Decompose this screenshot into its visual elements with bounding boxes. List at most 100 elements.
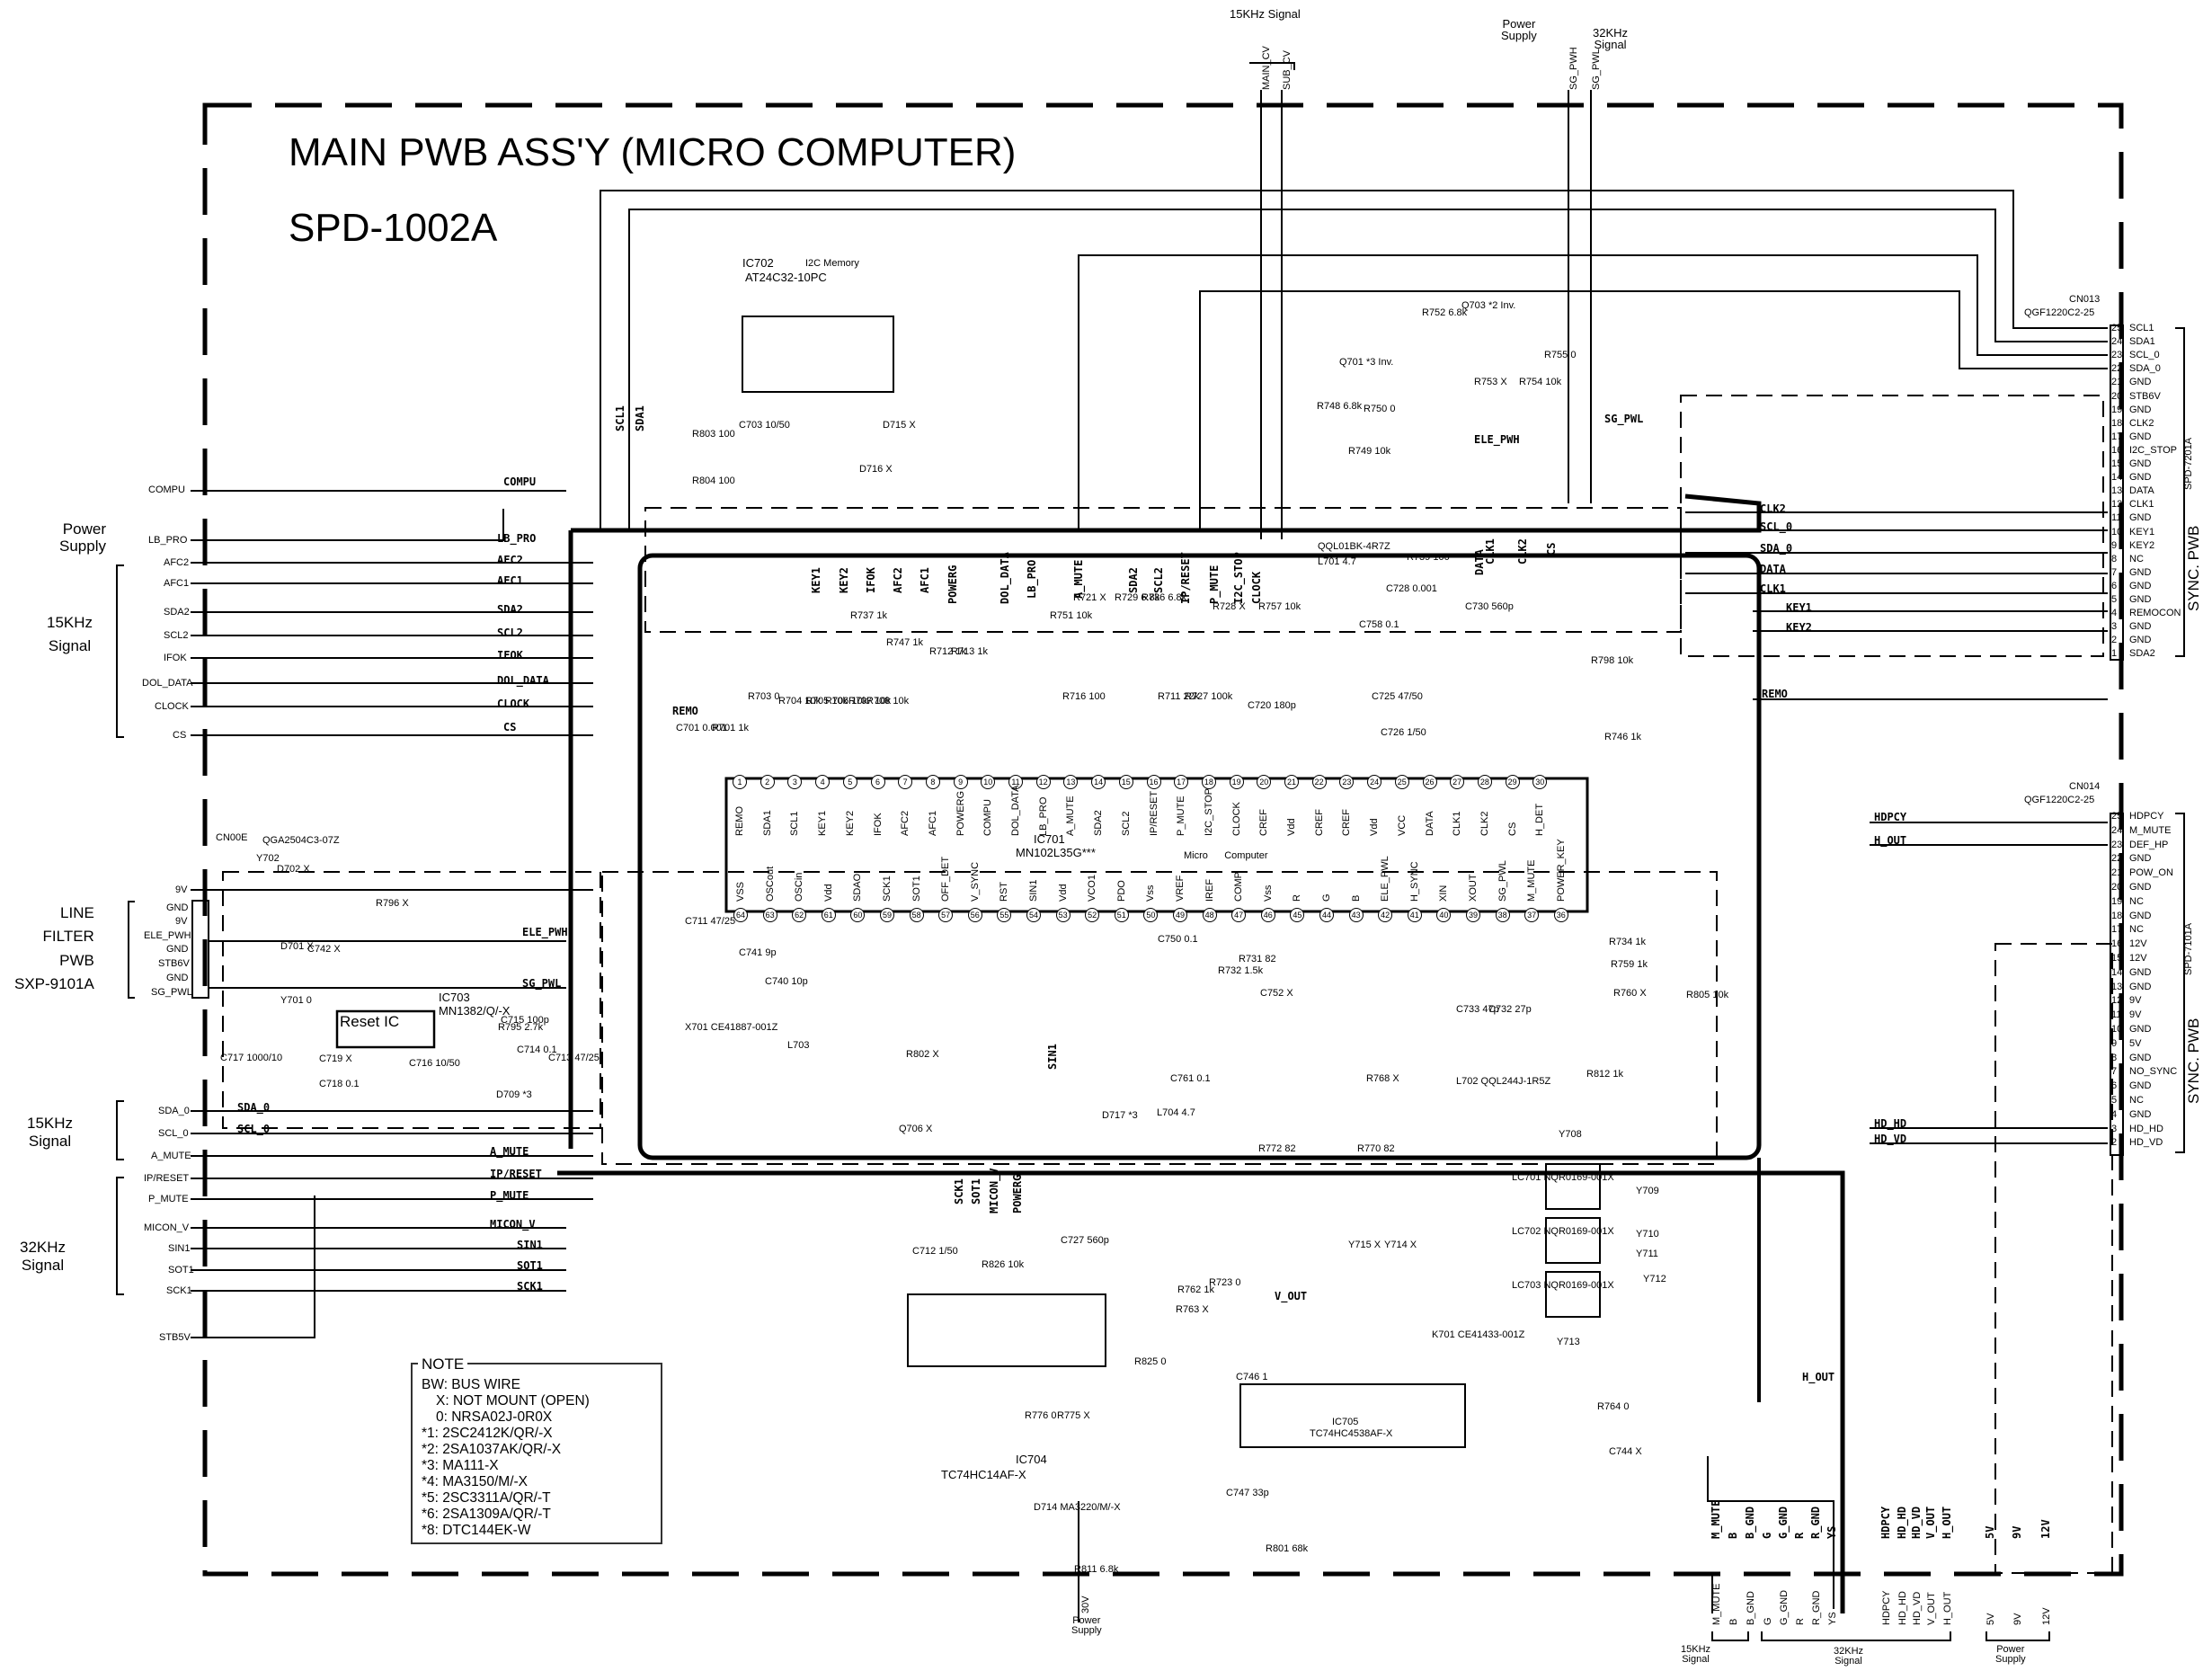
net-h-out-b: H_OUT [1802, 1371, 1835, 1383]
resistor-label: R776 0 [1025, 1410, 1057, 1421]
cn013-pin-number: 6 [2111, 580, 2118, 591]
net-sda2: SDA2 [497, 603, 523, 616]
ic701-pin-circle: 3 [787, 775, 803, 789]
left-pin-sot1: SOT1 [168, 1265, 194, 1275]
bottom-bus-label: HD_HD [1896, 1506, 1908, 1539]
ic701-bottom-pin-name: SG_PWL [1497, 860, 1508, 902]
cn013-pin-name: CLK1 [2129, 499, 2154, 511]
cn013-pin-name: NC [2129, 553, 2144, 564]
ic701-pin-circle: 13 [1063, 775, 1079, 789]
bottom-pin-name: R [1795, 1618, 1806, 1625]
cn014-pin-number: 9 [2111, 1037, 2118, 1049]
resistor-label: R812 1k [1586, 1069, 1623, 1080]
left-pin-stb5v: STB5V [159, 1332, 191, 1343]
capacitor-label: C717 1000/10 [220, 1053, 283, 1063]
left-pin-sda-0: SDA_0 [158, 1106, 190, 1116]
cn013-pin-number: 20 [2111, 390, 2123, 402]
top-pin-main-cv: MAIN_CV [1261, 46, 1272, 90]
note-title: NOTE [418, 1355, 468, 1373]
cn013-pin-name: GND [2129, 621, 2152, 633]
ic701-bottom-pin-name: SOT1 [911, 875, 922, 902]
net-sin1-v: SIN1 [1046, 1044, 1059, 1070]
ic701-pin-circle: 37 [1524, 908, 1540, 922]
cn013-pin-number: 5 [2111, 594, 2118, 605]
resistor-label: R751 10k [1050, 610, 1093, 621]
shield-right [1680, 395, 2104, 657]
filter-label: LC703 NQR0169-001X [1512, 1280, 1614, 1291]
net-lb-pro: LB_PRO [497, 532, 537, 545]
ic701-top-pin-name: SCL2 [1120, 811, 1132, 836]
capacitor-label: C719 X [319, 1053, 352, 1064]
capacitor-label: C750 0.1 [1158, 934, 1198, 945]
cn013-pin-number: 24 [2111, 336, 2123, 348]
jumper-label: Y710 [1636, 1229, 1659, 1240]
cn014-pin-name: GND [2129, 910, 2152, 921]
cn014-pin-name: GND [2129, 966, 2152, 978]
net-scl-0-r: SCL_0 [1760, 520, 1793, 533]
ic701-pin-circle: 55 [997, 908, 1012, 922]
ic701-pin-circle: 29 [1505, 775, 1520, 789]
resistor-label: R757 10k [1258, 601, 1301, 612]
resistor-label: R703 0 [748, 691, 780, 702]
cn014-pin-number: 21 [2111, 867, 2123, 879]
bottom-bus-label: V_OUT [1924, 1506, 1937, 1539]
net-micon-v-v: MICON_V [988, 1168, 1000, 1213]
ic701-top-pin-name: CLK2 [1479, 811, 1490, 836]
shield-bottom [601, 871, 1718, 1165]
note-line: *5: 2SC3311A/QR/-T [422, 1490, 551, 1506]
resistor-label: R802 X [906, 1049, 939, 1060]
cn014-pin-name: POW_ON [2129, 867, 2173, 879]
cn013-pin-name: GND [2129, 635, 2152, 646]
inductor-label: L703 [787, 1040, 810, 1051]
net-ip-reset: IP/RESET [490, 1168, 542, 1180]
cn013-pin-name: GND [2129, 458, 2152, 469]
note-line: X: NOT MOUNT (OPEN) [436, 1393, 590, 1409]
ic701-pin-circle: 58 [909, 908, 924, 922]
top-pin-sub-cv: SUB_CV [1282, 49, 1293, 90]
bottom-pin-name: B [1728, 1618, 1739, 1625]
ic701-bottom-pin-name: VSS [735, 881, 746, 902]
ic701-pin-circle: 5 [842, 775, 857, 789]
note-line: *2: 2SA1037AK/QR/-X [422, 1442, 562, 1457]
bottom-bus-label: R [1793, 1532, 1806, 1539]
cn014-pin-number: 8 [2111, 1052, 2118, 1063]
ic701-top-pin-name: CREF [1258, 809, 1270, 836]
ic701-bottom-pin-name: Vdd [822, 884, 834, 902]
ic701-pin-circle: 36 [1553, 908, 1568, 922]
resistor-label: R736 6.8k [1142, 592, 1187, 603]
cn013-label: CN013 [2069, 294, 2101, 305]
capacitor-label: C712 1/50 [912, 1246, 958, 1257]
ic702-body [742, 316, 894, 393]
ic701-bottom-pin-name: POWER_KEY [1555, 839, 1567, 902]
capacitor-label: C703 10/50 [739, 420, 790, 431]
inductor-label: QQL01BK-4R7Z [1318, 541, 1390, 552]
capacitor-label: C732 27p [1488, 1004, 1532, 1015]
note-line: 0: NRSA02J-0R0X [436, 1409, 553, 1425]
ic701-bottom-pin-name: H_SYNC [1408, 861, 1420, 902]
net-clock-top: CLOCK [1250, 571, 1263, 604]
note-line: *6: 2SA1309A/QR/-T [422, 1507, 551, 1522]
bottom-bus-label: B_GND [1744, 1506, 1756, 1539]
net-i2c-stop-top: I2C_STOP [1232, 552, 1245, 604]
capacitor-label: C741 9p [739, 947, 777, 958]
capacitor-label: C711 47/25 [685, 916, 736, 927]
ic701-pin-circle: 47 [1231, 908, 1247, 922]
ic701-top-pin-name: CREF [1341, 809, 1353, 836]
cn014-body [2110, 813, 2124, 1156]
net-sda-0: SDA_0 [237, 1101, 271, 1114]
ic702-desc: I2C Memory [805, 258, 859, 269]
resistor-label: R796 X [376, 898, 409, 909]
resistor-label: R752 6.8k [1422, 307, 1468, 318]
capacitor-label: C715 100p [501, 1015, 549, 1026]
net-dol-data-top: DOL_DATA [999, 552, 1011, 604]
net-clk1-r: CLK1 [1760, 582, 1786, 595]
net-powerg-top: POWERG [946, 564, 959, 604]
shield-left-pwb [222, 871, 601, 1129]
ic701-bottom-pin-name: Vdd [1057, 884, 1069, 902]
cn014-label: CN014 [2069, 781, 2101, 792]
resistor-label: R798 10k [1591, 655, 1634, 666]
cn014-pin-name: GND [2129, 1024, 2152, 1035]
cn014-pin-number: 22 [2111, 853, 2123, 865]
net-hd-vd-r: HD_VD [1874, 1133, 1907, 1145]
